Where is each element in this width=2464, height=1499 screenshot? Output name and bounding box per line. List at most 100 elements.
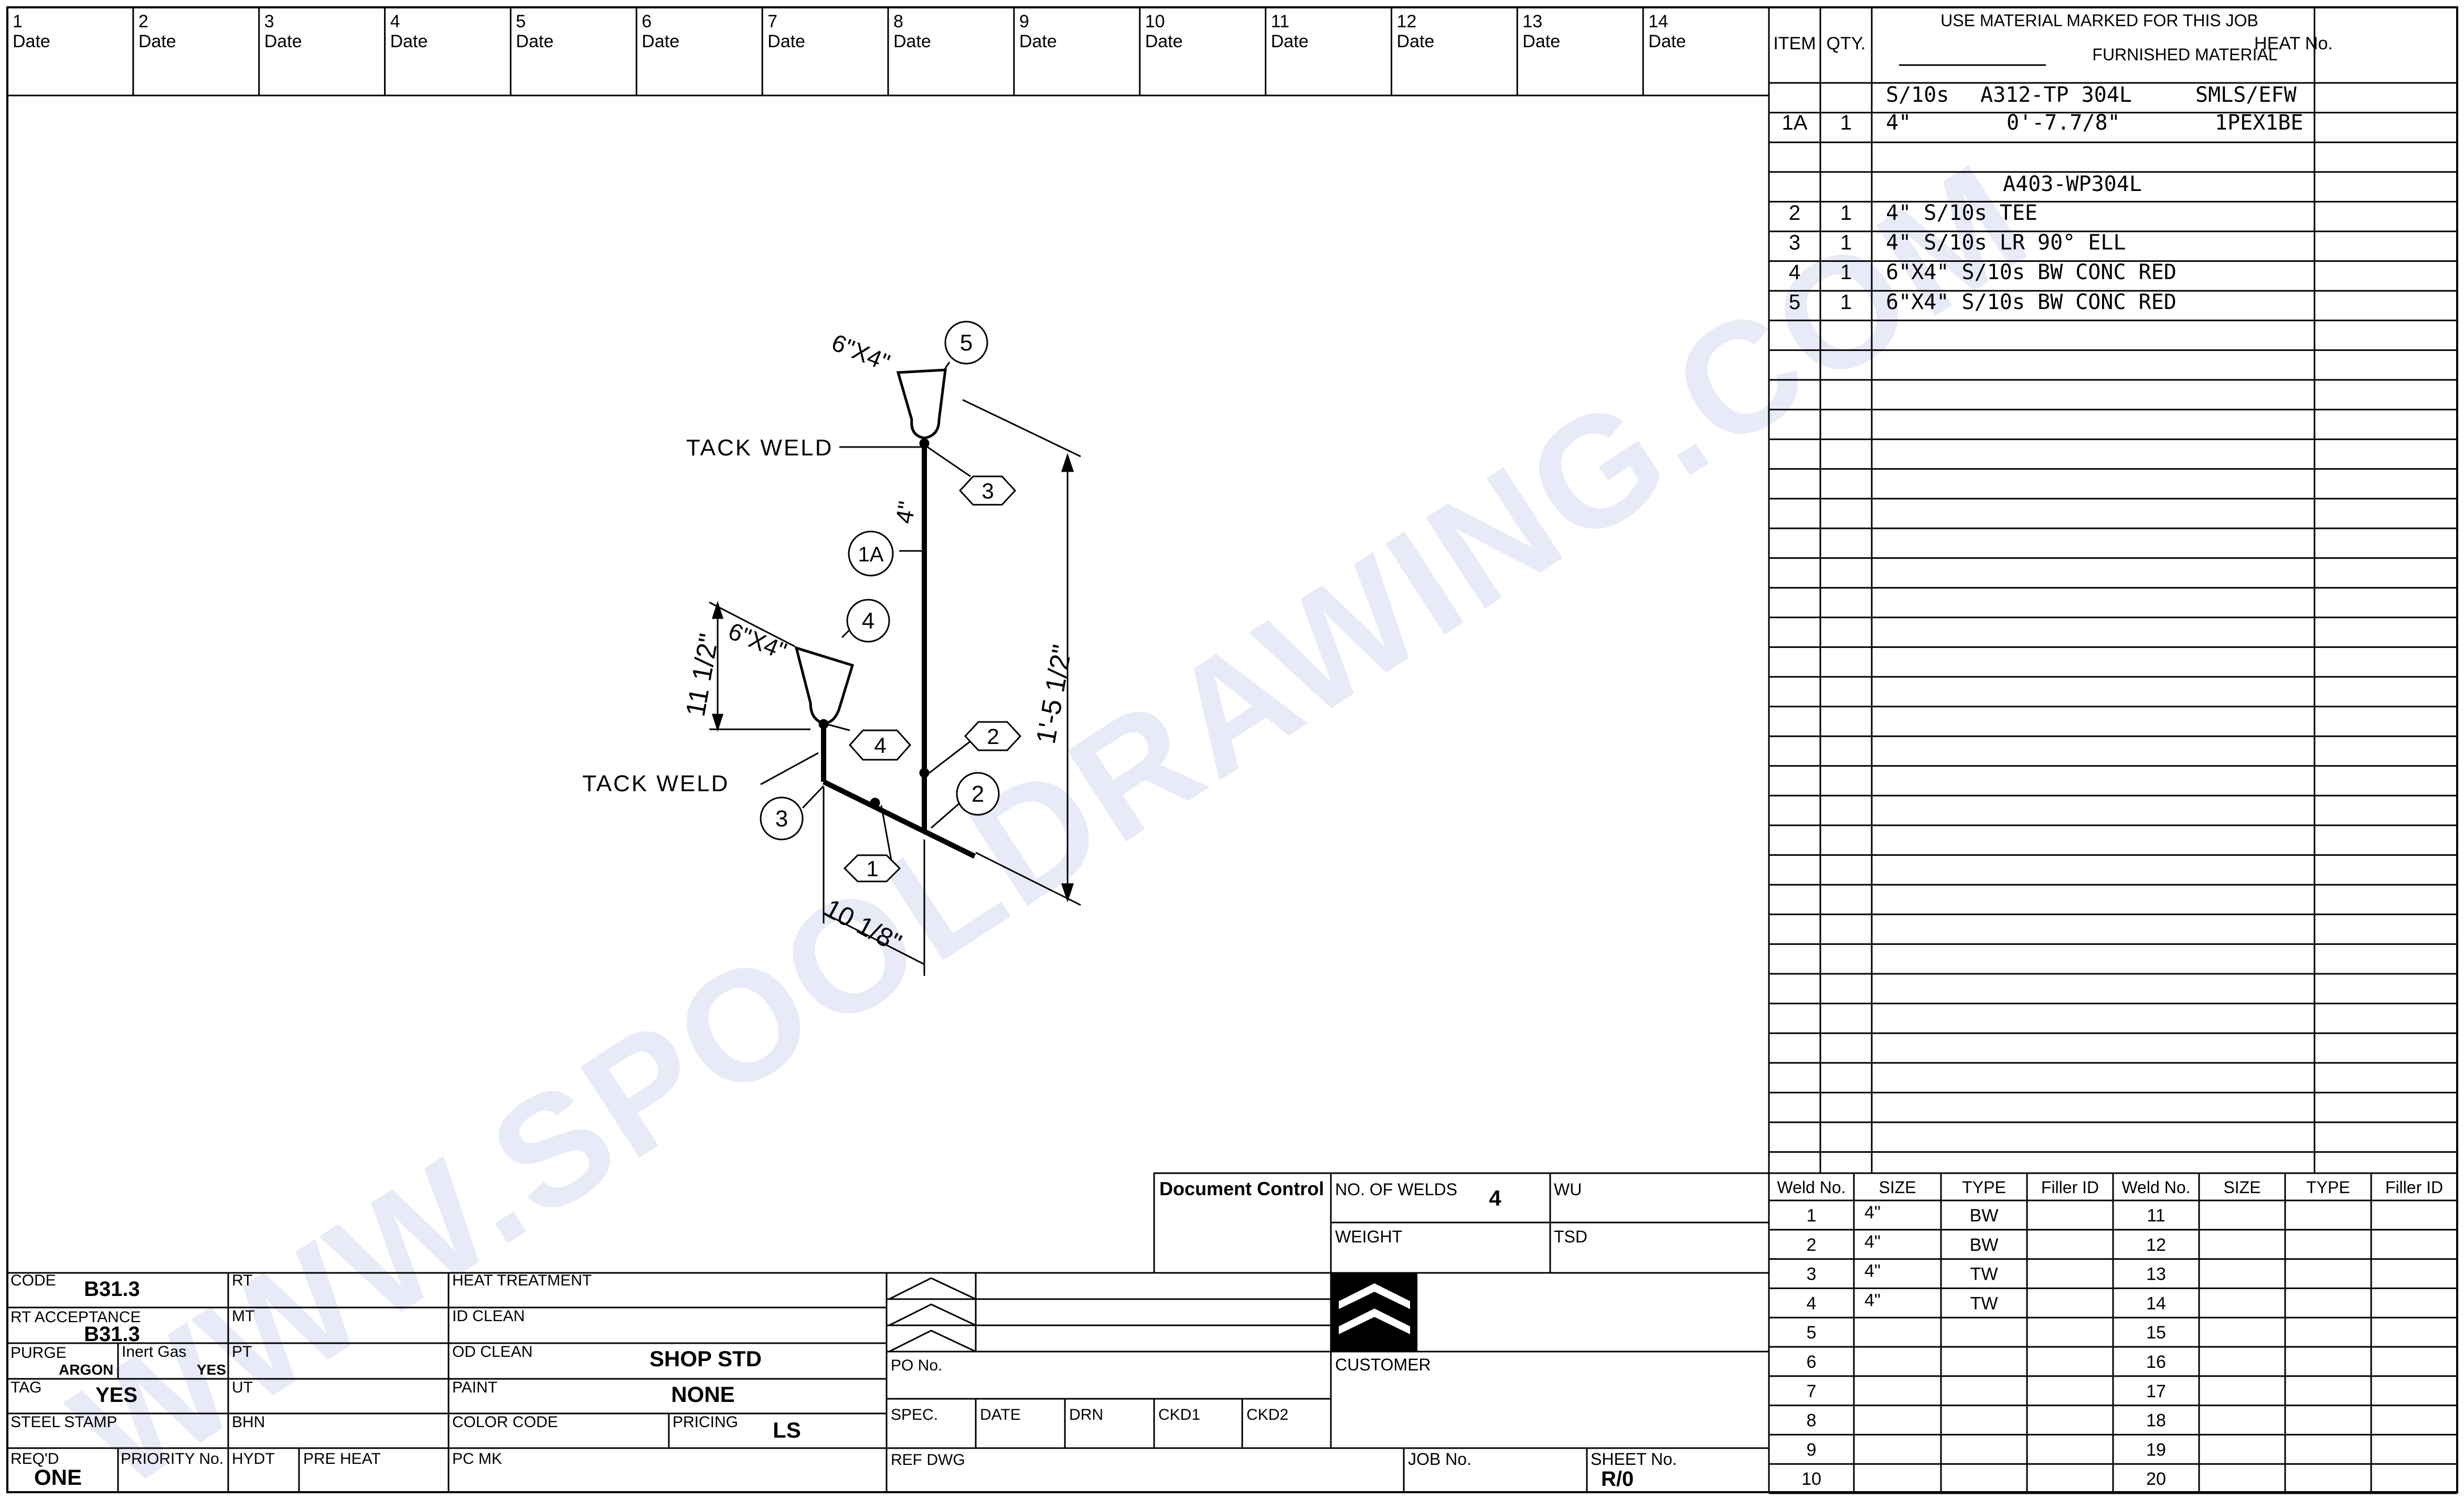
bom-pipe-spec-a: S/10s (1886, 83, 1949, 107)
revision-date-header: 1Date2Date3Date4Date5Date6Date7Date8Date… (7, 7, 1770, 1492)
date-label: DATE (980, 1406, 1021, 1423)
reducer-5 (896, 368, 947, 440)
bom-item-header: ITEM (1773, 34, 1816, 54)
reducer-size-label-top: 6"X4" (828, 328, 894, 376)
bom-fitting-qty: 1 (1840, 201, 1852, 225)
chevron-logo-outline (889, 1277, 976, 1353)
weld-table-header: Filler ID (2385, 1178, 2443, 1197)
dim-branch-lines (823, 787, 925, 976)
bom-pipe-size: 4" (1886, 111, 1911, 135)
bom-heat-header: HEAT No. (2254, 34, 2333, 54)
bom-pipe-qty: 1 (1840, 111, 1852, 134)
weld-no-left: 3 (1807, 1264, 1817, 1284)
pricing-label: PRICING (673, 1413, 738, 1431)
date-col-number: 11 (1271, 12, 1289, 31)
ckd1-label: CKD1 (1158, 1406, 1200, 1423)
callout-shapes (760, 321, 1022, 883)
weld-no-right: 19 (2146, 1440, 2166, 1460)
customer-label: CUSTOMER (1335, 1355, 1431, 1374)
bom-fitting-desc: 4" S/10s LR 90° ELL (1886, 231, 2126, 255)
weld-type: BW (1970, 1235, 1999, 1255)
bom-fitting-qty: 1 (1840, 291, 1852, 314)
purge-value: ARGON (59, 1362, 113, 1378)
pt-label: PT (232, 1343, 252, 1360)
callout-4-hex: 4 (874, 733, 886, 758)
date-col-number: 13 (1522, 12, 1542, 31)
weld-no-right: 11 (2147, 1206, 2165, 1226)
bom-fitting-desc: 4" S/10s TEE (1886, 201, 2038, 225)
weld-no-right: 14 (2146, 1293, 2166, 1313)
heat-treatment-label: HEAT TREATMENT (452, 1272, 592, 1289)
isometric-spool (709, 321, 1081, 976)
od-clean-label: OD CLEAN (452, 1343, 532, 1360)
weld-no-right: 12 (2146, 1235, 2166, 1255)
bom-material-header-2: FURNISHED MATERIAL (2092, 45, 2277, 64)
wu-label: WU (1554, 1180, 1582, 1199)
color-code-label: COLOR CODE (452, 1413, 558, 1431)
po-label: PO No. (891, 1357, 942, 1374)
weld-no-left: 10 (1801, 1469, 1821, 1489)
id-clean-label: ID CLEAN (452, 1307, 525, 1325)
ut-label: UT (232, 1379, 253, 1396)
ckd2-label: CKD2 (1246, 1406, 1288, 1423)
rt-acceptance-label: RT ACCEPTANCE (10, 1309, 141, 1326)
bom-pipe-ends: 1PEX1BE (2215, 111, 2303, 135)
weld-size: 4" (1864, 1261, 1881, 1281)
date-col-label: Date (1019, 31, 1057, 51)
callout-1-hex: 1 (866, 856, 878, 881)
reqd-label: REQ'D (10, 1450, 59, 1468)
bom-fitting-item: 3 (1789, 231, 1800, 254)
chevron-logo-solid (1331, 1273, 1417, 1352)
weld-type: TW (1970, 1264, 1998, 1284)
callout-5: 5 (960, 330, 973, 356)
weld-table-header: TYPE (1962, 1178, 2006, 1197)
rt-label: RT (232, 1272, 252, 1289)
bom-fitting-qty: 1 (1840, 231, 1852, 254)
rt-acceptance-value: B31.3 (84, 1323, 140, 1346)
weld-no-right: 13 (2146, 1264, 2166, 1284)
weld-table-header: TYPE (2306, 1178, 2350, 1197)
date-col-label: Date (138, 31, 176, 51)
weld-size: 4" (1864, 1232, 1881, 1252)
tsd-label: TSD (1554, 1227, 1587, 1246)
paint-value: NONE (671, 1382, 734, 1407)
weld-table-header: SIZE (1879, 1178, 1916, 1197)
drn-label: DRN (1069, 1406, 1103, 1423)
weld-no-left: 1 (1807, 1206, 1817, 1226)
tack-weld-label-top: TACK WELD (686, 435, 833, 461)
bhn-label: BHN (232, 1413, 265, 1431)
inert-gas-value: YES (197, 1362, 226, 1378)
weld-no-right: 17 (2146, 1381, 2166, 1401)
date-col-label: Date (642, 31, 679, 51)
dim-pipe-label: 4" (890, 499, 921, 525)
date-col-label: Date (1522, 31, 1560, 51)
bom-pipe-spec-c: SMLS/EFW (2195, 83, 2297, 107)
dim-reducer-lines (709, 601, 810, 732)
date-col-number: 12 (1396, 12, 1416, 31)
tack-weld-label-bottom: TACK WELD (582, 771, 729, 796)
date-col-number: 7 (767, 12, 777, 31)
bom-fitting-item: 2 (1789, 201, 1800, 225)
date-col-number: 10 (1145, 12, 1165, 31)
job-no-label: JOB No. (1408, 1450, 1471, 1469)
bom-qty-header: QTY. (1827, 34, 1866, 54)
date-col-label: Date (1396, 31, 1434, 51)
date-col-label: Date (893, 31, 931, 51)
date-col-number: 6 (642, 12, 652, 31)
callout-3-hex-top: 3 (982, 479, 994, 503)
title-block: CODE B31.3 RT HEAT TREATMENT RT ACCEPTAN… (7, 1272, 1769, 1492)
steel-stamp-label: STEEL STAMP (10, 1413, 117, 1431)
purge-label: PURGE (10, 1344, 67, 1362)
hydt-label: HYDT (232, 1450, 275, 1468)
weld-dot-2 (919, 768, 930, 778)
reqd-value: ONE (34, 1465, 82, 1490)
date-col-number: 9 (1019, 12, 1029, 31)
bom-pipe-spec-b: A312-TP 304L (1980, 83, 2132, 107)
pre-heat-label: PRE HEAT (303, 1450, 381, 1468)
weld-no-left: 6 (1807, 1352, 1817, 1372)
weld-table-header: Weld No. (1777, 1178, 1846, 1197)
weld-size: 4" (1864, 1290, 1881, 1310)
document-control-title: Document Control (1159, 1178, 1324, 1199)
tag-value: YES (95, 1384, 137, 1407)
